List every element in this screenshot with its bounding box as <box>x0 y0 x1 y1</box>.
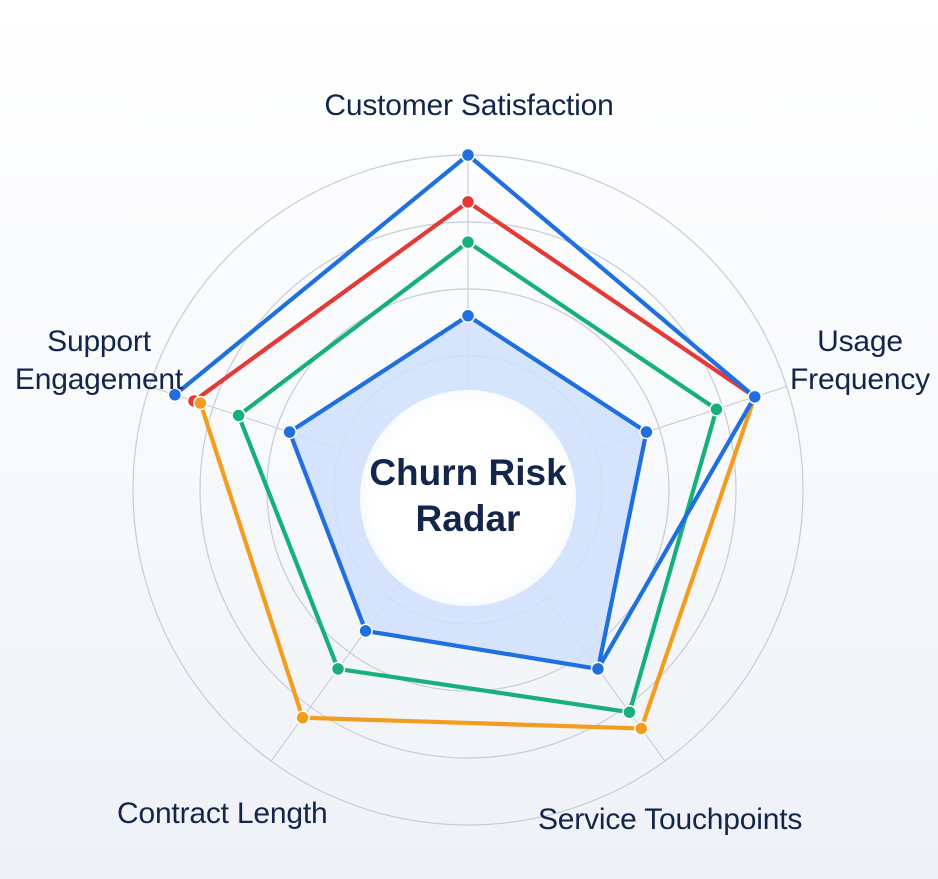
chart-title-line: Radar <box>415 498 521 539</box>
axis-label-contract-length: Contract Length <box>117 797 328 830</box>
series-point <box>358 623 373 639</box>
axis-label-usage-frequency: Usage Frequency <box>790 325 930 396</box>
series-point <box>330 661 346 677</box>
series-point <box>167 387 183 403</box>
series-point <box>460 147 476 163</box>
series-point <box>193 395 208 411</box>
series-line <box>172 152 757 671</box>
series-point <box>460 308 476 324</box>
radar-series-layer <box>167 147 762 736</box>
series-point <box>460 234 476 250</box>
series-point <box>639 424 654 440</box>
series-line <box>236 240 719 715</box>
series-point <box>634 721 649 736</box>
series-point <box>295 710 310 725</box>
series-point <box>747 389 762 405</box>
chart-title: Churn Risk Radar <box>369 450 566 542</box>
series-point <box>460 194 476 210</box>
axis-label-customer-satisfaction: Customer Satisfaction <box>324 89 614 122</box>
series-line <box>198 394 757 731</box>
chart-title-line: Churn Risk <box>369 452 567 493</box>
series-line <box>287 313 649 671</box>
series-point <box>709 402 724 417</box>
center-disc <box>360 390 576 606</box>
series-point <box>590 661 606 677</box>
series-point <box>282 424 297 440</box>
series-point <box>622 704 637 720</box>
series-line <box>191 199 757 404</box>
axis-label-service-touchpoints: Service Touchpoints <box>538 803 803 836</box>
axis-label-support-engagement: Support Engagement <box>14 325 184 396</box>
series-point <box>231 408 246 423</box>
